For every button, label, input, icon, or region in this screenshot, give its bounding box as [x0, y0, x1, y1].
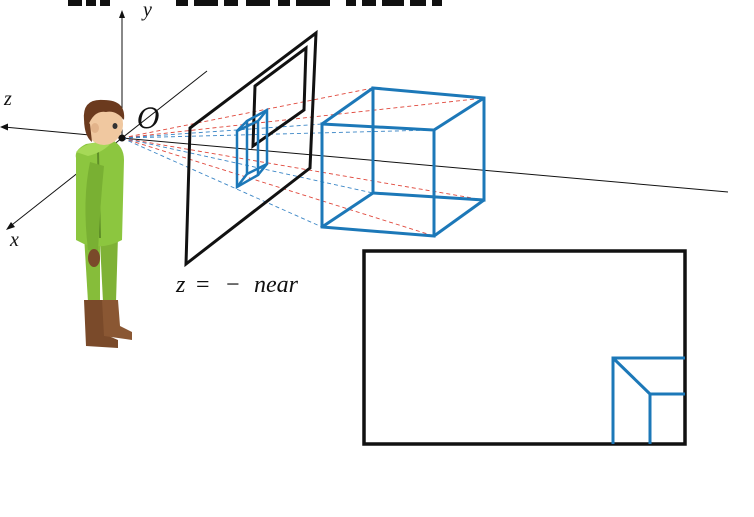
cube-back-face	[371, 86, 486, 202]
near-plane-equation: z = − near	[175, 272, 299, 298]
equation-rhs: near	[254, 272, 299, 298]
x-axis-arrowhead	[6, 222, 15, 230]
viewport-screen	[362, 249, 687, 446]
ray-blue	[121, 137, 323, 228]
ray-blue	[121, 129, 435, 139]
equation-lhs: z	[175, 272, 186, 298]
origin-label: O	[137, 102, 160, 135]
projected-screen-frame	[251, 44, 308, 149]
ray-red	[121, 137, 485, 201]
z-axis-arrowhead	[0, 123, 8, 131]
ray-red	[121, 87, 374, 139]
projection-rays	[121, 87, 485, 237]
z-axis-right	[121, 137, 729, 193]
cube-front-face	[320, 122, 436, 238]
z-axis-label: z	[3, 88, 12, 110]
cube-3d	[320, 86, 486, 238]
near-plane-frame	[184, 29, 318, 268]
person-figure-icon	[75, 99, 132, 348]
equation-equals: =	[196, 272, 210, 298]
y-axis-arrowhead	[119, 10, 125, 18]
top-cutoff-text	[68, 0, 442, 6]
viewport-cube-corner	[611, 356, 685, 444]
y-axis-label: y	[141, 0, 152, 21]
x-axis-label: x	[9, 229, 19, 251]
equation-minus: −	[226, 272, 240, 298]
ray-red	[121, 137, 435, 237]
viewport-frame	[362, 249, 687, 446]
axis-extension	[121, 70, 208, 139]
origin-point	[118, 134, 126, 142]
ray-red	[121, 97, 485, 139]
near-plane	[184, 29, 318, 268]
projected-cube	[235, 107, 269, 190]
ray-blue	[121, 123, 323, 139]
